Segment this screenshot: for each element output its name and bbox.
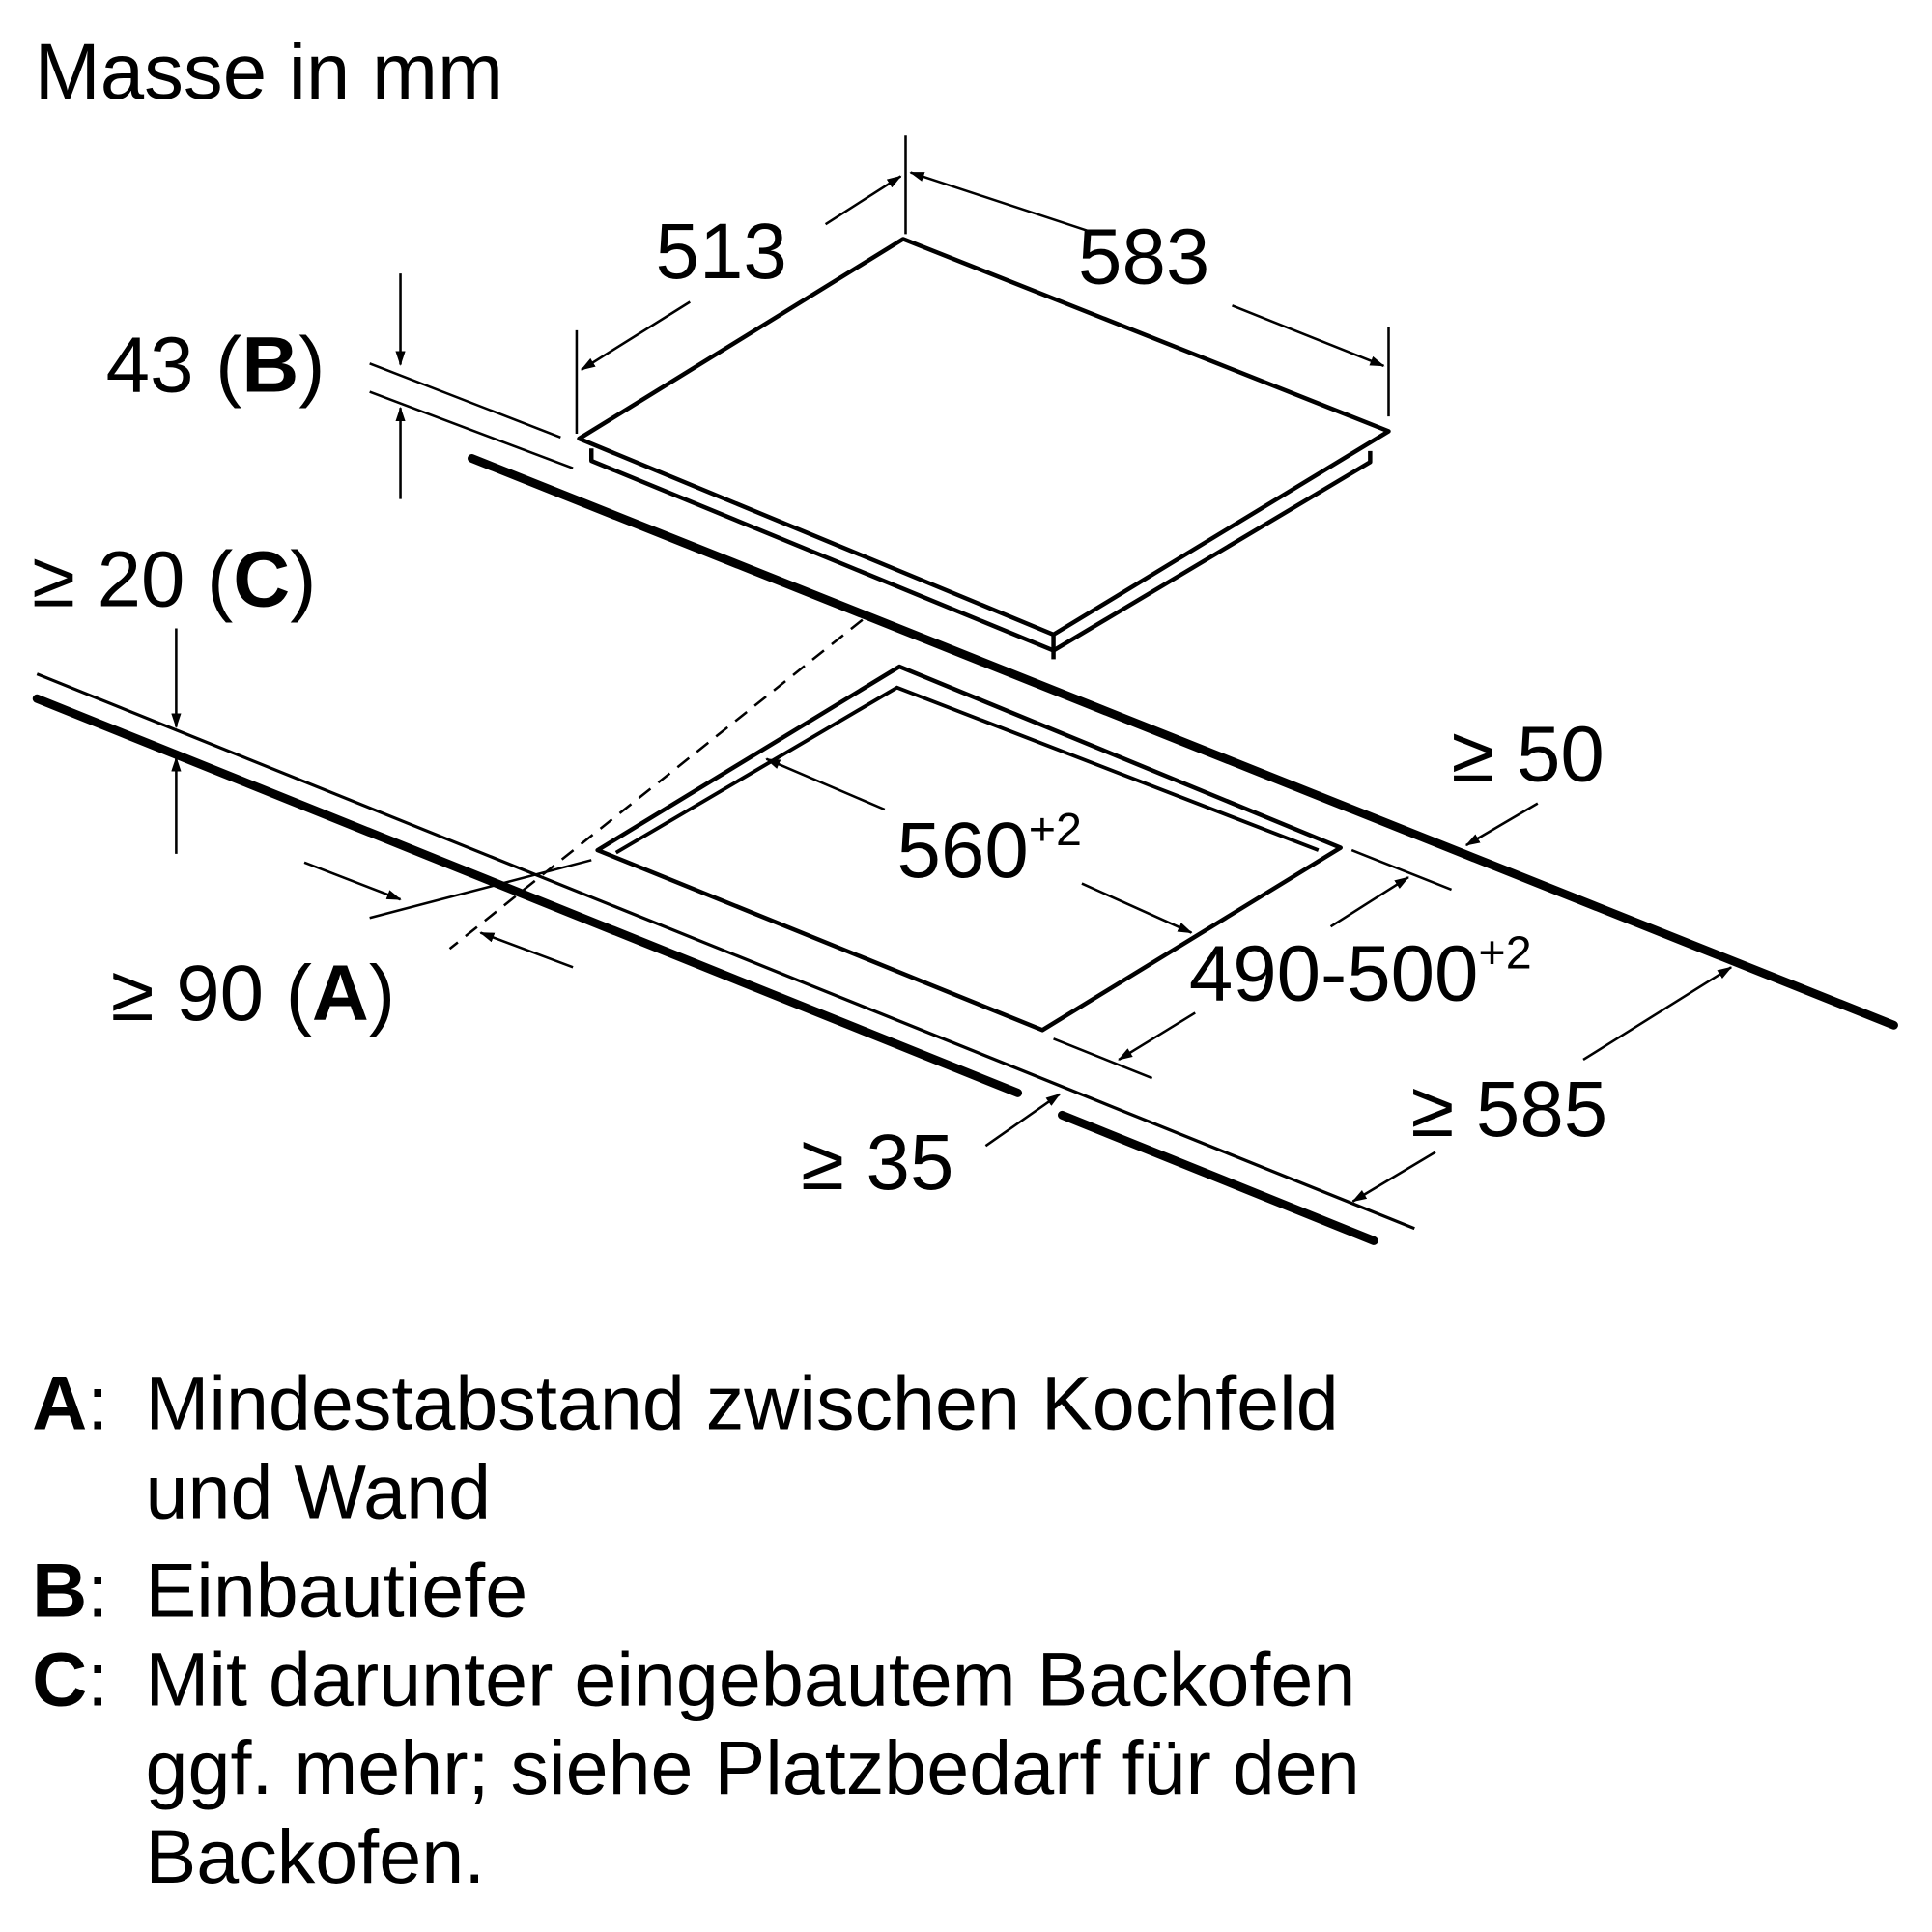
min-front-label: ≥ 20 (C) (32, 536, 316, 624)
min-side-label: ≥ 35 (801, 1119, 953, 1207)
min-back-label: ≥ 50 (1452, 711, 1605, 799)
legend-item-b: B: Einbautiefe (32, 1547, 527, 1633)
width-label: 583 (1078, 213, 1209, 300)
cutout-width-label: 560+2 (897, 804, 1082, 895)
wall-gap-label: ≥ 90 (A) (111, 950, 395, 1037)
countertop (32, 454, 1898, 1245)
min-counter-depth-label: ≥ 585 (1410, 1065, 1607, 1153)
depth-label: 513 (656, 208, 787, 296)
cutout-depth-label: 490-500+2 (1189, 927, 1532, 1018)
dimension-lines (171, 135, 1733, 1203)
cutout (595, 664, 1343, 1033)
height-label: 43 (B) (106, 322, 326, 410)
page-title: Masse in mm (35, 28, 503, 116)
cooktop (577, 237, 1391, 660)
